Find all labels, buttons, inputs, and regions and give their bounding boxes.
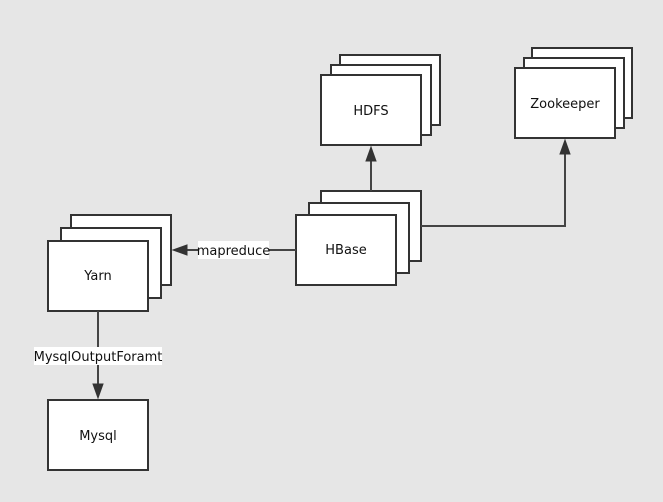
mysql-label: Mysql — [79, 429, 117, 444]
hbase-label: HBase — [325, 243, 366, 258]
edge-hbase-zookeeper-line — [421, 153, 566, 227]
mysql-box[interactable] — [47, 399, 149, 471]
yarn-label: Yarn — [83, 269, 111, 284]
arrow-head-down-icon — [92, 383, 104, 400]
mysqloutputforamt-label: MysqlOutputForamt — [34, 350, 163, 365]
yarn-box[interactable] — [47, 240, 149, 312]
edge-hbase-to-yarn: mapreduce — [171, 241, 296, 259]
zookeeper-box[interactable] — [514, 67, 616, 139]
arrow-head-up-icon — [559, 138, 571, 155]
node-hdfs[interactable]: HDFS — [320, 54, 441, 146]
node-zookeeper[interactable]: Zookeeper — [514, 47, 633, 139]
hdfs-label: HDFS — [353, 104, 388, 119]
mapreduce-label-bg — [198, 241, 269, 259]
arrow-head-left-icon — [171, 244, 188, 256]
node-mysql[interactable]: Mysql — [47, 399, 149, 471]
mysqloutputforamt-label-bg — [34, 347, 162, 365]
node-yarn[interactable]: Yarn — [47, 214, 172, 312]
edge-hbase-to-zookeeper — [421, 138, 571, 227]
arrow-head-up-icon — [365, 145, 377, 162]
mapreduce-label: mapreduce — [197, 244, 271, 259]
zookeeper-label: Zookeeper — [530, 97, 600, 112]
edge-yarn-to-mysql: MysqlOutputForamt — [34, 311, 163, 400]
node-hbase[interactable]: HBase — [295, 190, 422, 286]
edge-hbase-to-hdfs — [365, 145, 377, 191]
hdfs-box[interactable] — [320, 74, 422, 146]
